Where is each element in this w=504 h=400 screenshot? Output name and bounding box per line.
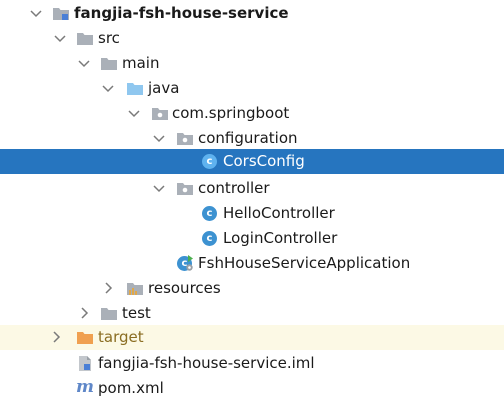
source-folder-icon (126, 80, 144, 97)
module-file-icon (76, 355, 94, 372)
tree-node-class-application[interactable]: c FshHouseServiceApplication (0, 251, 504, 276)
tree-node-package-controller[interactable]: controller (0, 176, 504, 201)
tree-node-label: resources (148, 279, 221, 297)
package-icon (176, 130, 194, 147)
class-icon: c (201, 205, 219, 222)
tree-node-class-logincontroller[interactable]: c LoginController (0, 226, 504, 251)
tree-node-label: FshHouseServiceApplication (198, 254, 411, 272)
tree-node-label: CorsConfig (223, 152, 305, 170)
tree-node-package-configuration[interactable]: configuration (0, 126, 504, 151)
class-icon: c (201, 153, 219, 170)
package-icon (176, 180, 194, 197)
tree-node-target[interactable]: target (0, 325, 504, 350)
tree-node-class-hellocontroller[interactable]: c HelloController (0, 201, 504, 226)
chevron-right-icon[interactable] (100, 280, 116, 296)
tree-node-label: HelloController (223, 204, 335, 222)
tree-node-label: LoginController (223, 229, 338, 247)
tree-node-pom-xml[interactable]: m pom.xml (0, 376, 504, 400)
resources-folder-icon (126, 280, 144, 297)
module-folder-icon (52, 5, 70, 22)
tree-node-label: fangjia-fsh-house-service (74, 4, 289, 22)
tree-node-root-module[interactable]: fangjia-fsh-house-service (0, 1, 504, 26)
chevron-down-icon[interactable] (151, 180, 167, 196)
chevron-down-icon[interactable] (76, 55, 92, 71)
tree-node-label: src (98, 29, 120, 47)
package-icon (151, 105, 169, 122)
tree-node-label: controller (198, 179, 270, 197)
tree-node-package-com-springboot[interactable]: com.springboot (0, 101, 504, 126)
chevron-down-icon[interactable] (126, 105, 142, 121)
tree-node-label: pom.xml (98, 379, 164, 397)
chevron-down-icon[interactable] (100, 80, 116, 96)
tree-node-label: com.springboot (172, 104, 290, 122)
chevron-right-icon[interactable] (76, 305, 92, 321)
chevron-right-icon[interactable] (48, 329, 64, 345)
chevron-down-icon[interactable] (52, 30, 68, 46)
tree-node-label: test (122, 304, 151, 322)
tree-node-src[interactable]: src (0, 26, 504, 51)
chevron-down-icon[interactable] (151, 130, 167, 146)
maven-icon: m (76, 377, 94, 397)
tree-node-main[interactable]: main (0, 51, 504, 76)
tree-node-label: fangjia-fsh-house-service.iml (98, 354, 315, 372)
tree-node-label: java (148, 79, 180, 97)
tree-node-label: main (122, 54, 160, 72)
spring-boot-application-icon: c (176, 255, 194, 272)
tree-node-test[interactable]: test (0, 301, 504, 326)
tree-node-resources[interactable]: resources (0, 276, 504, 301)
tree-node-label: target (98, 328, 144, 346)
tree-node-iml-file[interactable]: fangjia-fsh-house-service.iml (0, 351, 504, 376)
tree-node-class-corsconfig[interactable]: c CorsConfig (0, 149, 504, 174)
tree-node-label: configuration (198, 129, 298, 147)
excluded-folder-icon (76, 329, 94, 346)
folder-icon (100, 305, 118, 322)
tree-node-java[interactable]: java (0, 76, 504, 101)
folder-icon (76, 30, 94, 47)
class-icon: c (201, 230, 219, 247)
chevron-down-icon[interactable] (28, 5, 44, 21)
folder-icon (100, 55, 118, 72)
